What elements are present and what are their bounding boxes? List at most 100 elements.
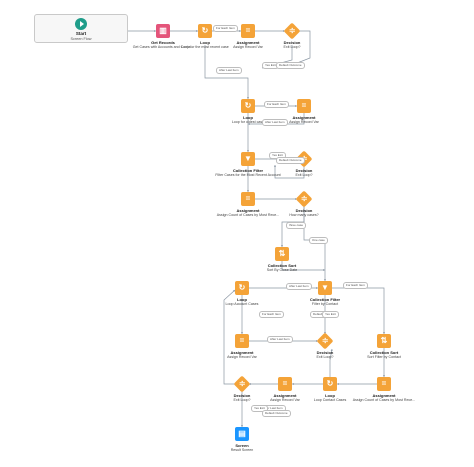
connector-5 <box>291 30 311 66</box>
node-title: Assignment <box>236 208 260 213</box>
arrowhead <box>323 279 327 281</box>
node-description: Filter by Contact <box>311 302 339 306</box>
arrowhead <box>323 268 325 272</box>
node-description: Exit Loop? <box>316 355 334 359</box>
node-description: Assign Record Var <box>233 45 263 49</box>
connector-label: For Each Item <box>213 25 238 32</box>
node-title: Loop <box>243 115 253 120</box>
arrowhead <box>240 425 244 427</box>
node-description: Sort By Close Date <box>266 268 298 272</box>
play-icon <box>75 18 87 30</box>
connector-label: One case <box>309 237 328 244</box>
equals-icon: = <box>235 334 249 348</box>
arrowhead <box>382 375 386 377</box>
sort-icon: ⇅ <box>377 334 391 348</box>
node-description: Assign Record Var <box>270 398 300 402</box>
node-title: Assignment <box>236 40 260 45</box>
connector-label: For Each Item <box>259 311 284 318</box>
filter-icon: ▼ <box>318 281 332 295</box>
start-title: Start <box>75 31 87 36</box>
node-title: Loop <box>325 393 335 398</box>
loop-icon: ↻ <box>198 24 212 38</box>
node-description: Result Screen <box>230 448 254 452</box>
node-description: Loop Contact Cases <box>313 398 347 402</box>
node-description: Sort Filter by Contact <box>367 355 401 359</box>
node-description: Loop Account Cases <box>225 302 259 306</box>
equals-icon: = <box>241 192 255 206</box>
node-description: Loop for oldest case <box>231 120 265 124</box>
node-title: Get Records <box>151 40 175 45</box>
sort-icon: ⇅ <box>275 247 289 261</box>
node-title: Collection Sort <box>369 350 399 355</box>
node-description: Get Cases with Accounts and Conta... <box>132 45 194 49</box>
node-description: Exit Loop? <box>283 45 301 49</box>
node-title: Collection Sort <box>267 263 297 268</box>
equals-icon: = <box>278 377 292 391</box>
arrowhead <box>280 245 284 247</box>
connector-label: Default Outcome <box>276 62 305 69</box>
connector-label: Yes Exit <box>322 311 339 318</box>
arrowhead <box>240 332 244 334</box>
connector-29 <box>329 348 333 377</box>
decision-icon: ≑ <box>295 190 313 208</box>
arrowhead <box>246 97 250 99</box>
decision-icon: ≑ <box>283 22 301 40</box>
node-description: Assign Count of Cases by Most Rece... <box>216 213 280 217</box>
connector-label: After Last Item <box>216 67 242 74</box>
connector-7 <box>204 45 249 99</box>
node-description: Assign Record Var <box>289 120 319 124</box>
arrowhead <box>273 165 277 167</box>
loop-icon: ↻ <box>235 281 249 295</box>
start-node[interactable]: Start Screen Flow <box>34 14 128 43</box>
arrowhead <box>337 382 339 386</box>
node-title: Assignment <box>230 350 254 355</box>
arrowhead <box>246 150 250 152</box>
node-title: Decision <box>295 168 313 173</box>
node-title: Assignment <box>372 393 396 398</box>
node-description: How many cases? <box>289 213 319 217</box>
node-title: Loop <box>200 40 210 45</box>
node-title: Decision <box>316 350 334 355</box>
arrowhead <box>196 29 198 33</box>
arrowhead <box>295 104 297 108</box>
decision-icon: ≑ <box>316 332 334 350</box>
connector-label: Default Outcome <box>276 157 305 164</box>
node-title: Collection Filter <box>232 168 264 173</box>
node-description: Assign Count of Cases by Most Rece... <box>352 398 416 402</box>
node-title: Assignment <box>292 115 316 120</box>
node-title: Decision <box>283 40 301 45</box>
node-title: Screen <box>235 443 249 448</box>
connector-label: After Last Item <box>286 283 312 290</box>
connector-12 <box>274 165 305 179</box>
arrowhead <box>330 349 333 352</box>
connector-label: Ihree case <box>286 222 307 229</box>
node-description: Exit Loop? <box>295 173 313 177</box>
equals-icon: = <box>297 99 311 113</box>
equals-icon: = <box>377 377 391 391</box>
connector-28 <box>223 289 236 385</box>
connector-label: After Last Item <box>267 336 293 343</box>
loop-icon: ↻ <box>323 377 337 391</box>
